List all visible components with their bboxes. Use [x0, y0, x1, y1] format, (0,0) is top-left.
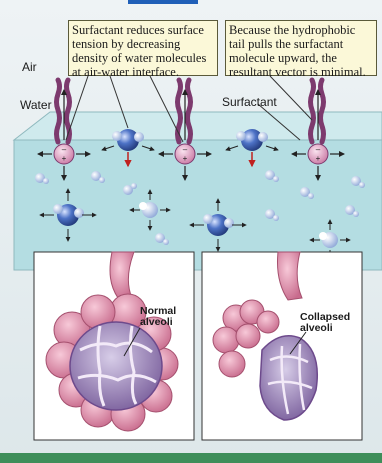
svg-text:–: – [183, 145, 188, 154]
collapsed-alveoli-label: Collapsed alveoli [300, 312, 350, 334]
header-accent-bar [128, 0, 198, 4]
water-label: Water [20, 98, 52, 112]
normal-alveoli-label: Normal alveoli [140, 306, 176, 328]
air-label: Air [22, 60, 37, 74]
collapsed-alveoli-label-line2: alveoli [300, 323, 350, 334]
footer-bar [0, 453, 382, 463]
callout-surface-tension: Surfactant reduces surface tension by de… [68, 20, 218, 76]
svg-text:+: + [316, 154, 321, 163]
svg-text:–: – [316, 145, 321, 154]
svg-text:+: + [62, 154, 67, 163]
svg-text:+: + [183, 154, 188, 163]
svg-text:–: – [62, 145, 67, 154]
surfactant-label: Surfactant [222, 95, 277, 109]
normal-alveoli-label-line2: alveoli [140, 317, 176, 328]
callout-hydrophobic-tail: Because the hydrophobic tail pulls the s… [225, 20, 377, 76]
